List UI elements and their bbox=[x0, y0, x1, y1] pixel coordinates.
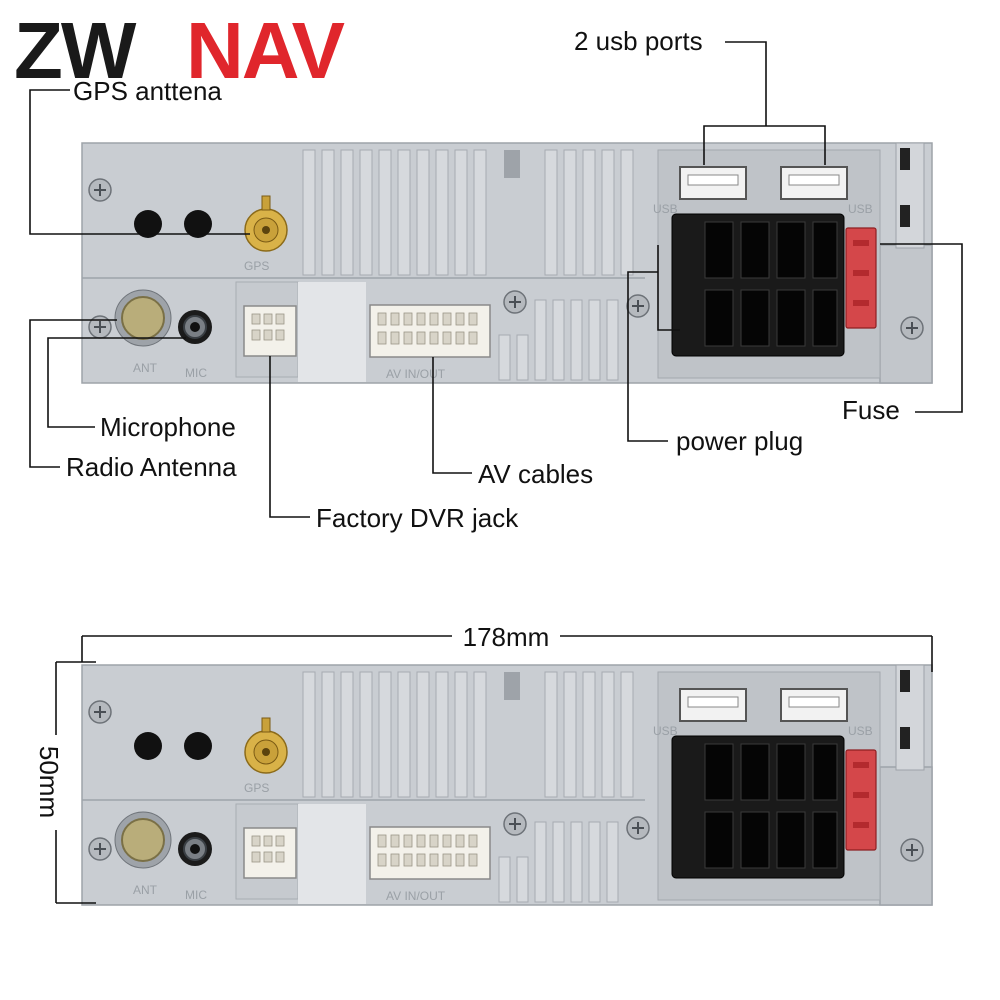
av-port-print: AV IN/OUT bbox=[386, 367, 446, 381]
callout-av-cables: AV cables bbox=[478, 459, 593, 489]
usb-port-print-left: USB bbox=[653, 202, 678, 216]
mic-port-print-bottom: MIC bbox=[185, 888, 207, 902]
gps-port-print-bottom: GPS bbox=[244, 781, 269, 795]
logo-text-accent: NAV bbox=[186, 6, 345, 95]
usb-port-print-right: USB bbox=[848, 202, 873, 216]
callout-microphone: Microphone bbox=[100, 412, 236, 442]
rear-panel-top: GPS ANT MIC AV IN/OUT USB USB bbox=[82, 143, 932, 383]
callout-usb-ports: 2 usb ports bbox=[574, 26, 703, 56]
mic-port-print: MIC bbox=[185, 366, 207, 380]
dimension-width-label: 178mm bbox=[463, 622, 550, 652]
brand-logo: ZW NAV bbox=[14, 6, 347, 95]
dimension-width: 178mm bbox=[81, 622, 933, 672]
ant-port-print-bottom: ANT bbox=[133, 883, 158, 897]
callout-radio-antenna: Radio Antenna bbox=[66, 452, 237, 482]
dimension-height-label: 50mm bbox=[34, 746, 64, 818]
gps-port-print: GPS bbox=[244, 259, 269, 273]
callout-fuse: Fuse bbox=[842, 395, 900, 425]
logo-text-dark: ZW bbox=[14, 6, 137, 95]
usb-port-print-left-bottom: USB bbox=[653, 724, 678, 738]
usb-port-print-right-bottom: USB bbox=[848, 724, 873, 738]
av-port-print-bottom: AV IN/OUT bbox=[386, 889, 446, 903]
callout-gps-antenna: GPS anttena bbox=[73, 76, 222, 106]
ant-port-print: ANT bbox=[133, 361, 158, 375]
dimension-height: 50mm bbox=[34, 661, 96, 904]
callout-factory-dvr: Factory DVR jack bbox=[316, 503, 519, 533]
rear-panel-bottom: GPS ANT MIC AV IN/OUT USB USB bbox=[82, 665, 932, 905]
callout-leader-lines bbox=[29, 41, 963, 518]
callout-power-plug: power plug bbox=[676, 426, 803, 456]
